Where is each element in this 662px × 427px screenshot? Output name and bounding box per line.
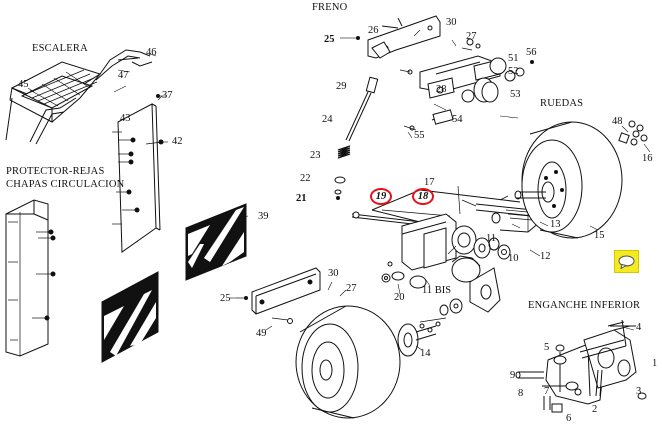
ladder-step-drawing (5, 49, 153, 145)
brake-rod-drawing (334, 76, 379, 200)
part-label-1: 1 (652, 358, 658, 369)
section-title-chapas-circulacion: CHAPAS CIRCULACION (6, 179, 125, 190)
part-label-23: 23 (310, 150, 321, 161)
part-label-51: 51 (508, 53, 519, 64)
part-label-43: 43 (120, 113, 131, 124)
part-label-24: 24 (322, 114, 333, 125)
part-label-48: 48 (612, 116, 623, 127)
part-label-2: 2 (592, 404, 598, 415)
wheel-left-drawing (295, 305, 447, 419)
part-label-7: 7 (544, 386, 550, 397)
part-label-11: 11 (486, 233, 497, 244)
part-label-30-bottom: 30 (328, 268, 339, 279)
part-label-47: 47 (118, 70, 129, 81)
part-label-27-top: 27 (466, 31, 477, 42)
leader-lines (27, 29, 651, 351)
part-label-4: 4 (636, 322, 642, 333)
part-label-16: 16 (642, 153, 653, 164)
part-label-14: 14 (420, 348, 431, 359)
lower-hitch-drawing (515, 319, 647, 413)
part-label-13: 13 (550, 219, 561, 230)
part-label-49: 49 (256, 328, 267, 339)
brake-bracket-drawing (340, 36, 534, 131)
part-label-39: 39 (258, 211, 269, 222)
section-title-protector-rejas: PROTECTOR-REJAS (6, 166, 105, 177)
part-label-27-bottom: 27 (346, 283, 357, 294)
part-label-9: 9 (510, 370, 516, 381)
wheel-nuts-drawing (618, 120, 648, 146)
part-label-25-bottom: 25 (220, 293, 231, 304)
guard-panel-drawing (5, 199, 56, 357)
part-label-46: 46 (146, 47, 157, 58)
warning-plate-lower-drawing (101, 271, 159, 363)
section-title-escalera: ESCALERA (32, 43, 88, 54)
part-label-26: 26 (368, 25, 379, 36)
part-label-8: 8 (518, 388, 524, 399)
part-label-45: 45 (18, 79, 29, 90)
section-title-ruedas: RUEDAS (540, 98, 584, 109)
part-label-52: 52 (508, 66, 519, 77)
part-label-37: 37 (162, 90, 173, 101)
part-label-28: 28 (436, 84, 447, 95)
part-label-56: 56 (526, 47, 537, 58)
speech-bubble-icon[interactable] (614, 250, 639, 273)
part-label-30-top: 30 (446, 17, 457, 28)
part-label-22: 22 (300, 173, 311, 184)
part-label-12: 12 (540, 251, 551, 262)
warning-plate-39-drawing (185, 203, 247, 281)
part-label-54: 54 (452, 114, 463, 125)
part-label-11-bis: 11 BIS (422, 285, 452, 296)
part-label-42: 42 (172, 136, 183, 147)
part-label-25-top: 25 (324, 34, 335, 45)
part-label-29: 29 (336, 81, 347, 92)
highlighted-part-19[interactable]: 19 (370, 188, 392, 205)
part-label-21: 21 (296, 193, 307, 204)
section-title-enganche-inferior: ENGANCHE INFERIOR (528, 300, 641, 311)
part-label-5: 5 (544, 342, 550, 353)
part-label-15: 15 (594, 230, 605, 241)
plate-37-drawing (112, 94, 166, 253)
part-label-17: 17 (424, 177, 435, 188)
plate-49-drawing (236, 267, 321, 324)
wheel-right-drawing (505, 121, 623, 239)
part-label-3: 3 (636, 386, 642, 397)
part-label-10: 10 (508, 253, 519, 264)
part-label-6: 6 (566, 413, 572, 424)
part-label-53: 53 (510, 89, 521, 100)
part-label-55: 55 (414, 130, 425, 141)
brake-arm-26-drawing (367, 15, 441, 59)
speech-bubble-glyph (618, 255, 635, 269)
part-label-20: 20 (394, 292, 405, 303)
axle-assembly-drawing (371, 189, 553, 316)
highlighted-part-18[interactable]: 18 (412, 188, 434, 205)
section-title-freno: FRENO (312, 2, 348, 13)
